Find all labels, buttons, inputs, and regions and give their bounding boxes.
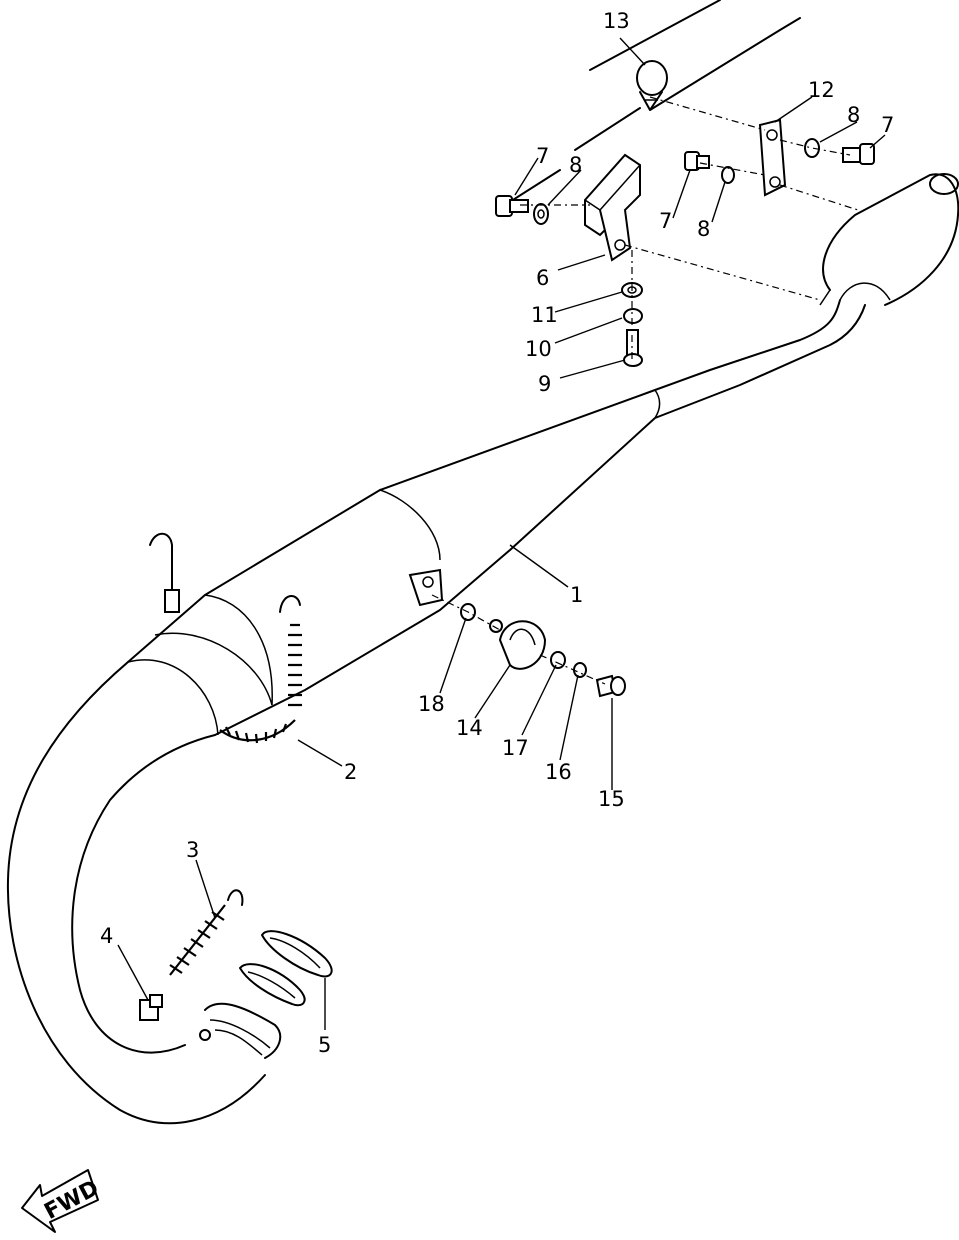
stud-part-4 [139, 994, 163, 1021]
callout-13: 13 [603, 9, 630, 33]
frame-tube [504, 0, 801, 206]
washer-part-8-right [804, 138, 820, 158]
callout-9: 9 [538, 372, 551, 396]
callout-3: 3 [186, 838, 199, 862]
callout-5: 5 [318, 1033, 331, 1057]
callout-4: 4 [100, 924, 113, 948]
mount-tab [408, 568, 444, 607]
callout-7-middle: 7 [659, 209, 672, 233]
pipe-inlet [199, 1002, 282, 1059]
callout-7-left: 7 [536, 144, 549, 168]
callout-15: 15 [598, 787, 625, 811]
fwd-arrow-icon: FWD [21, 1169, 103, 1233]
gasket-part-5 [239, 930, 333, 1007]
callout-18: 18 [418, 692, 445, 716]
damper-part-14 [489, 619, 547, 670]
callout-12: 12 [808, 78, 835, 102]
callout-11: 11 [531, 303, 558, 327]
callout-17: 17 [502, 736, 529, 760]
fwd-label: FWD [40, 1176, 103, 1225]
washer-part-17 [550, 651, 566, 669]
bolt-part-7-right [842, 143, 875, 165]
callout-8-middle: 8 [697, 217, 710, 241]
assembly-lines [431, 96, 859, 685]
callout-16: 16 [545, 760, 572, 784]
washer-part-8-left [533, 203, 549, 225]
callout-7-right: 7 [881, 113, 894, 137]
callout-10: 10 [525, 337, 552, 361]
exhaust-pipe [6, 173, 959, 1125]
bolt-part-7-middle [684, 151, 710, 171]
callout-6: 6 [536, 266, 549, 290]
bracket-part-12 [758, 118, 787, 197]
callout-14: 14 [456, 716, 483, 740]
washer-part-8-middle [721, 166, 735, 184]
bolt-part-15 [595, 674, 626, 698]
callout-8-left: 8 [569, 153, 582, 177]
spring-part-3 [169, 889, 244, 976]
washer-part-16 [573, 662, 587, 678]
clamp-part-13 [636, 60, 668, 111]
spring-part-2 [219, 595, 302, 744]
callout-8-right: 8 [847, 103, 860, 127]
hook-upper [149, 532, 180, 613]
callouts: 13 12 8 7 7 8 7 8 6 11 10 9 1 2 3 4 5 18… [100, 9, 894, 1057]
leader-lines [117, 37, 886, 1030]
bolt-part-9 [623, 329, 643, 367]
washer-part-10 [623, 308, 643, 324]
bolt-part-7-left [495, 195, 529, 217]
bracket-part-6 [584, 153, 641, 262]
callout-1: 1 [570, 583, 583, 607]
callout-2: 2 [344, 760, 357, 784]
